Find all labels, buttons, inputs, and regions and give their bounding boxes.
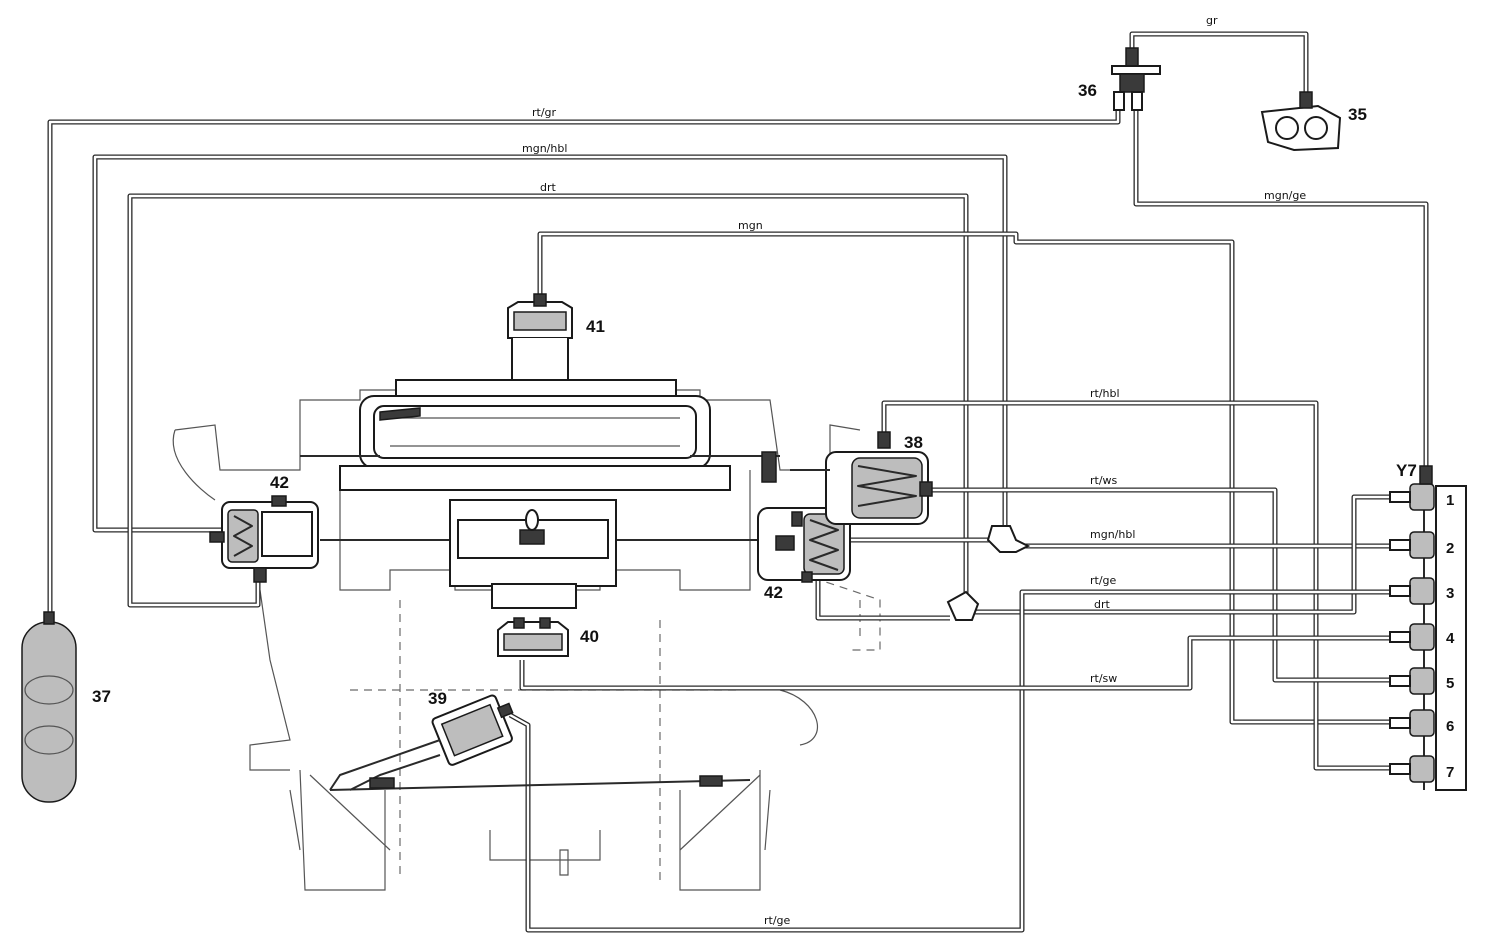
label-42-right: 42 xyxy=(764,583,783,602)
vacuum-hoses xyxy=(47,31,1429,933)
wire-labels: gr rt/gr mgn/hbl drt mgn mgn/ge rt/hbl r… xyxy=(522,14,1306,927)
label-42-left: 42 xyxy=(270,473,289,492)
port-number-4: 4 xyxy=(1446,630,1455,647)
label-40: 40 xyxy=(580,627,599,646)
wire-label-mgn-ge: mgn/ge xyxy=(1264,189,1306,202)
vacuum-actuator-42-left xyxy=(209,495,319,583)
vacuum-actuator-42-right xyxy=(757,507,851,583)
y7-valves xyxy=(1409,483,1435,783)
wire-label-gr: gr xyxy=(1206,14,1218,27)
wire-label-drt-mid: drt xyxy=(1094,598,1111,611)
label-41: 41 xyxy=(586,317,605,336)
wire-label-mgn-hbl-mid: mgn/hbl xyxy=(1090,528,1135,541)
vacuum-reservoir-37 xyxy=(21,611,77,803)
vacuum-switch-39 xyxy=(329,694,751,791)
y7-port-nipples xyxy=(1389,491,1411,775)
valve-block-y7 xyxy=(1389,465,1467,791)
wire-label-rt-ge-mid: rt/ge xyxy=(1090,574,1117,587)
port-number-7: 7 xyxy=(1446,764,1454,781)
port-number-1: 1 xyxy=(1446,492,1454,509)
wire-label-rt-gr: rt/gr xyxy=(532,106,557,119)
port-number-3: 3 xyxy=(1446,585,1454,602)
wire-label-rt-ge-bottom: rt/ge xyxy=(764,914,791,927)
component-labels: 35 36 37 38 39 40 41 42 42 Y7 xyxy=(92,81,1417,708)
actuator-40-housing xyxy=(449,499,617,609)
label-35: 35 xyxy=(1348,105,1367,124)
tee-connector-36 xyxy=(1111,47,1161,111)
port-number-5: 5 xyxy=(1446,675,1454,692)
tee-fittings xyxy=(946,525,1031,621)
wire-label-drt-top: drt xyxy=(540,181,557,194)
port-number-6: 6 xyxy=(1446,718,1454,735)
label-y7: Y7 xyxy=(1396,461,1417,480)
y7-port-numbers: 1 2 3 4 5 6 7 xyxy=(1446,492,1455,781)
air-distribution-housing xyxy=(300,379,780,491)
actuator-40 xyxy=(497,617,569,657)
wire-label-rt-ws: rt/ws xyxy=(1090,474,1118,487)
vacuum-actuator-38 xyxy=(790,431,933,525)
wire-label-rt-hbl: rt/hbl xyxy=(1090,387,1120,400)
label-37: 37 xyxy=(92,687,111,706)
wire-label-mgn-hbl-top: mgn/hbl xyxy=(522,142,567,155)
wire-label-mgn: mgn xyxy=(738,219,763,232)
wire-label-rt-sw: rt/sw xyxy=(1090,672,1117,685)
vacuum-source-35 xyxy=(1260,91,1342,152)
port-number-2: 2 xyxy=(1446,540,1454,557)
label-36: 36 xyxy=(1078,81,1097,100)
label-39: 39 xyxy=(428,689,447,708)
label-38: 38 xyxy=(904,433,923,452)
